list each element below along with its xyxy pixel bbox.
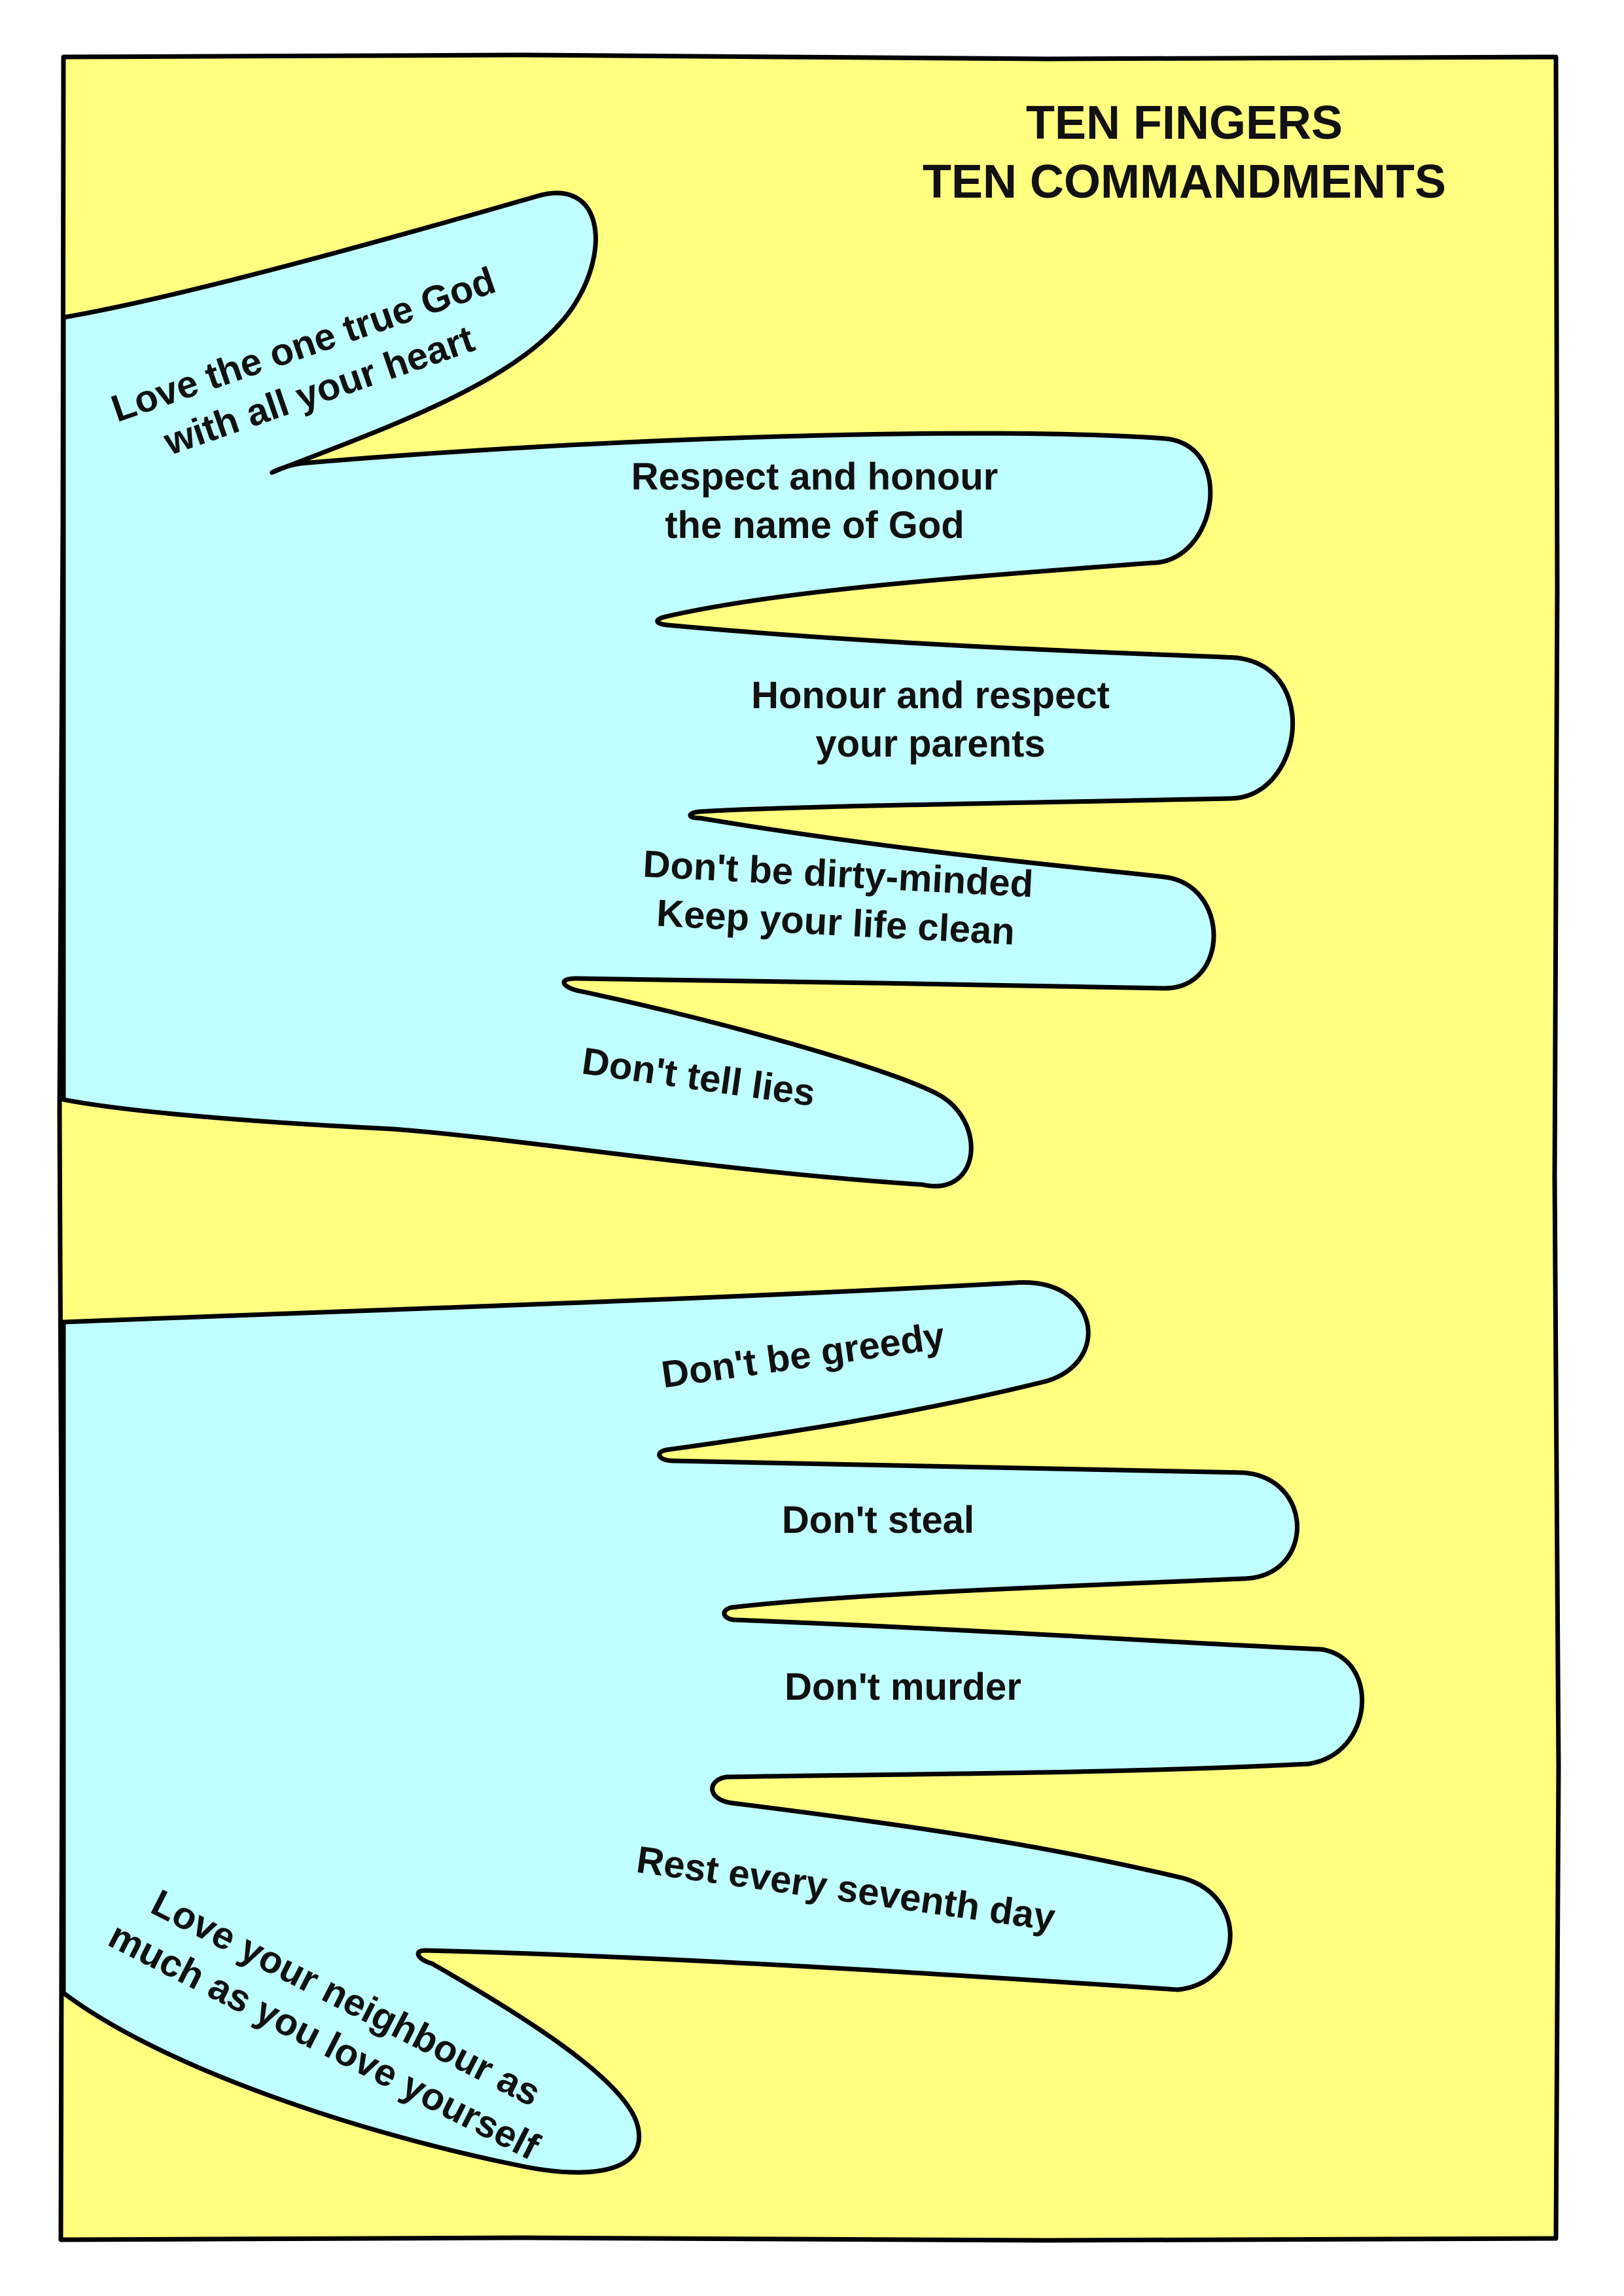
commandment-text: Don't steal (782, 1499, 974, 1541)
poster-title-line-2: TEN COMMANDMENTS (923, 156, 1446, 208)
commandment-text: the name of God (665, 504, 964, 547)
commandment-name-of-god: Respect and honour the name of God (631, 456, 998, 547)
commandment-no-stealing: Don't steal (782, 1499, 974, 1541)
commandment-text: Don't murder (785, 1666, 1021, 1708)
commandment-text: Honour and respect (751, 674, 1110, 717)
commandment-no-murder: Don't murder (785, 1666, 1021, 1708)
top-hand (61, 190, 1296, 1189)
commandment-text: your parents (815, 723, 1045, 765)
poster-title-line-1: TEN FINGERS (1026, 97, 1343, 149)
bottom-hand (61, 1280, 1365, 2175)
commandment-text: Respect and honour (631, 456, 998, 498)
commandment-parents: Honour and respect your parents (751, 674, 1110, 765)
